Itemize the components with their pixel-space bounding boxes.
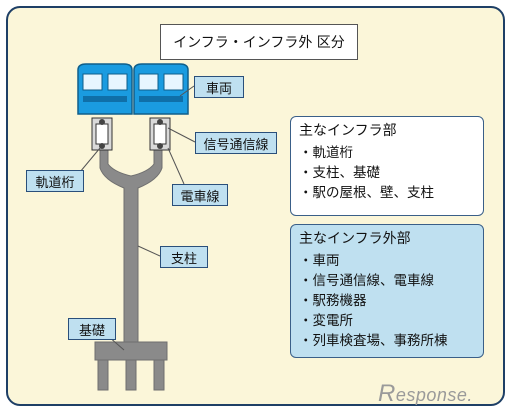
non-infra-parts-box: 主なインフラ外部 車両 信号通信線、電車線 駅務機器 変電所 列車検査場、事務所… xyxy=(290,224,484,358)
track-girder-right xyxy=(149,117,171,151)
pillar-structure xyxy=(99,149,163,343)
non-infra-item: 駅務機器 xyxy=(299,291,475,311)
leader-signal xyxy=(167,127,196,143)
diagram-title: インフラ・インフラ外 区分 xyxy=(160,24,358,60)
label-foundation: 基礎 xyxy=(68,318,116,340)
infra-parts-heading: 主なインフラ部 xyxy=(299,123,397,139)
foundation-cap xyxy=(94,341,168,361)
infra-item: 支柱、基礎 xyxy=(299,163,475,183)
non-infra-item: 列車検査場、事務所棟 xyxy=(299,331,475,351)
foundation-pile xyxy=(97,359,109,391)
label-track-girder: 軌道桁 xyxy=(26,170,84,192)
label-signal-line: 信号通信線 xyxy=(195,132,277,154)
infra-parts-box: 主なインフラ部 軌道桁 支柱、基礎 駅の屋根、壁、支柱 xyxy=(290,116,484,216)
vehicle-right xyxy=(133,63,189,115)
label-vehicle: 車両 xyxy=(194,76,244,98)
infra-item: 駅の屋根、壁、支柱 xyxy=(299,183,475,203)
infra-item: 軌道桁 xyxy=(299,143,475,163)
track-girder-left xyxy=(91,117,113,151)
label-pillar: 支柱 xyxy=(160,246,208,268)
leader-girder xyxy=(79,147,101,173)
non-infra-item: 変電所 xyxy=(299,311,475,331)
foundation-pile xyxy=(153,359,165,391)
foundation-pile xyxy=(125,359,137,391)
non-infra-item: 車両 xyxy=(299,251,475,271)
non-infra-item: 信号通信線、電車線 xyxy=(299,271,475,291)
leader-vehicle xyxy=(179,85,195,97)
vehicle-left xyxy=(77,63,133,115)
leader-pillar xyxy=(137,245,161,257)
non-infra-parts-heading: 主なインフラ外部 xyxy=(299,231,411,247)
response-watermark: Response. xyxy=(378,380,473,407)
label-overhead-line: 電車線 xyxy=(172,184,228,206)
leader-overhead xyxy=(167,147,185,185)
